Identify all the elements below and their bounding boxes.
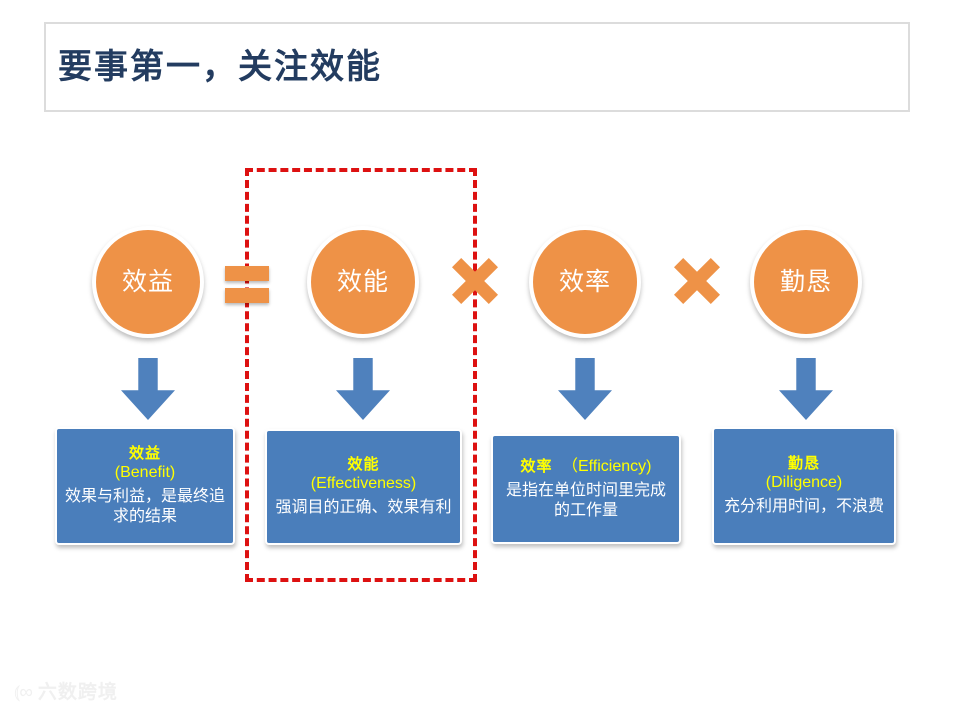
down-arrow-icon-efficiency [558,358,612,420]
definition-description: 效果与利益，是最终追求的结果 [64,488,225,526]
circle-diligence-label: 勤恳 [779,267,832,296]
definition-en-title: (Diligence) [765,474,843,492]
title-banner: 要事第一，关注效能 [44,22,910,112]
circle-efficiency-label: 效率 [558,267,611,296]
definition-cn-title: 效率 [520,458,553,476]
watermark-logo-icon: ⦅∞ [14,682,33,703]
equals-bar-bottom [225,288,269,303]
multiply-cross-shape [452,258,498,304]
definition-description: 充分利用时间，不浪费 [723,498,884,516]
circle-effectiveness[interactable]: 效能 [307,226,419,338]
page-title: 要事第一，关注效能 [58,48,382,86]
circle-benefit[interactable]: 效益 [92,226,204,338]
circle-benefit-label: 效益 [121,267,174,296]
multiply-operator-icon-2 [668,252,726,310]
definition-card-efficiency[interactable]: 效率 （Efficiency) 是指在单位时间里完成的工作量 [491,434,681,544]
definition-card-diligence[interactable]: 勤恳 (Diligence) 充分利用时间，不浪费 [712,427,896,545]
definition-card-effectiveness[interactable]: 效能 (Effectiveness) 强调目的正确、效果有利 [265,429,462,545]
definition-heading-row: 效率 （Efficiency) [499,457,673,478]
circle-diligence[interactable]: 勤恳 [750,226,862,338]
equals-operator-icon [218,252,276,310]
watermark: ⦅∞ 六数跨境 [14,683,118,702]
multiply-cross-shape [674,258,720,304]
circle-effectiveness-label: 效能 [336,267,389,296]
down-arrow-icon-benefit [121,358,175,420]
definition-description: 是指在单位时间里完成的工作量 [505,481,666,519]
definition-cn-title: 效能 [347,455,380,473]
definition-en-title: (Benefit) [114,464,176,482]
definition-en-title: (Effectiveness) [310,475,417,493]
multiply-operator-icon-1 [446,252,504,310]
watermark-text: 六数跨境 [37,682,118,703]
circle-efficiency[interactable]: 效率 [529,226,641,338]
definition-description: 强调目的正确、效果有利 [275,499,452,517]
focus-highlight-box [245,168,477,582]
definition-en-title: （Efficiency) [561,458,652,476]
definition-card-benefit[interactable]: 效益 (Benefit) 效果与利益，是最终追求的结果 [55,427,235,545]
definition-cn-title: 效益 [128,444,161,462]
down-arrow-icon-diligence [779,358,833,420]
equals-bar-top [225,266,269,281]
definition-cn-title: 勤恳 [787,454,820,472]
